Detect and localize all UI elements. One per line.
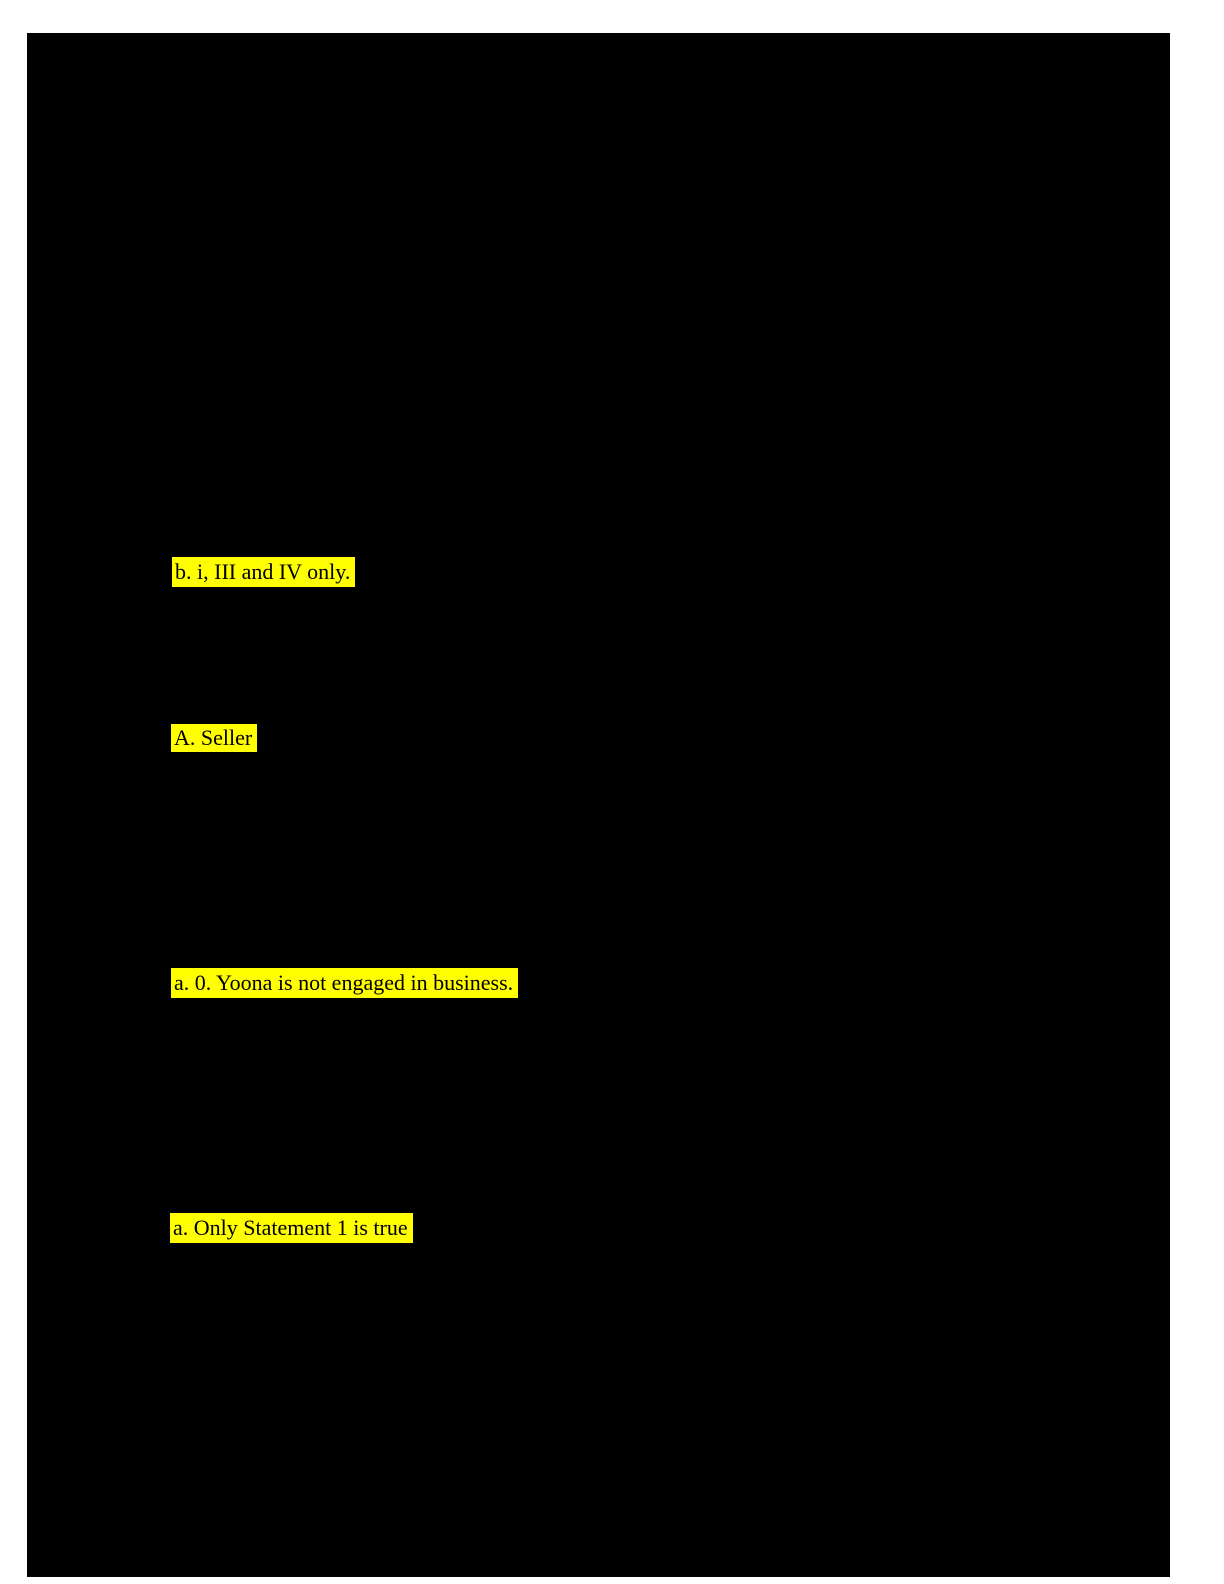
highlighted-answer: a. 0. Yoona is not engaged in business.	[171, 968, 519, 998]
document-page: b. i, III and IV only. A. Seller a. 0. Y…	[27, 33, 1170, 1577]
highlighted-answer: b. i, III and IV only.	[172, 557, 356, 587]
highlighted-answer: a. Only Statement 1 is true	[170, 1213, 413, 1243]
highlighted-answer: A. Seller	[171, 724, 258, 752]
